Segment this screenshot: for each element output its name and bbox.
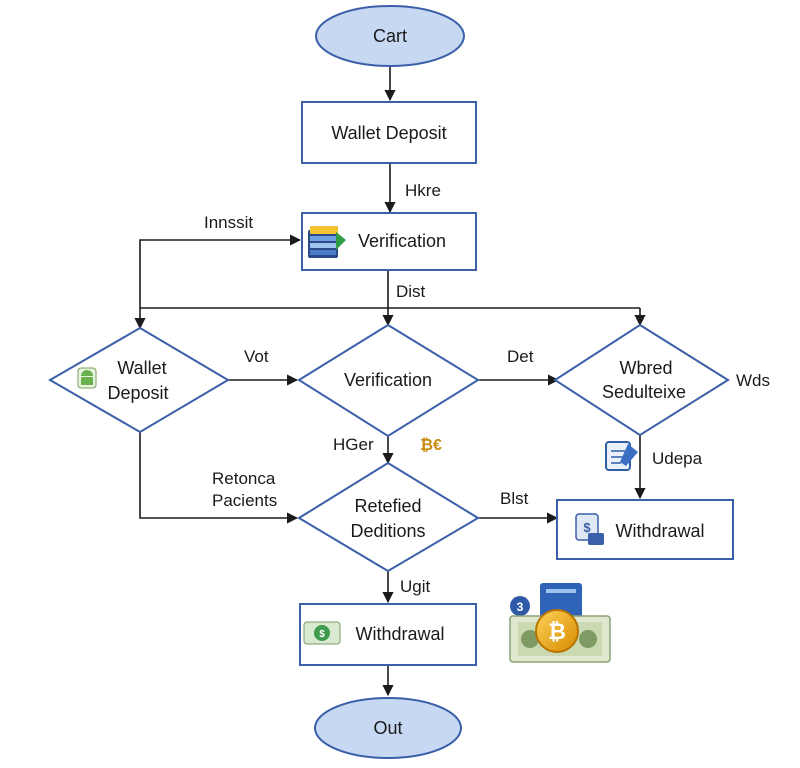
wbred-diamond-label-1: Wbred	[619, 358, 672, 378]
svg-text:$: $	[583, 520, 591, 535]
label-dist: Dist	[396, 282, 426, 301]
end-node: Out	[314, 697, 462, 759]
label-coin-symbol: ₿€	[420, 436, 442, 454]
verification-box-label: Verification	[358, 231, 446, 251]
svg-text:₿: ₿	[548, 620, 566, 645]
wallet-deposit-diamond: Wallet Deposit	[48, 326, 230, 434]
retiefied-diamond: Retefied Deditions	[297, 461, 480, 573]
wallet-deposit-diamond-label-1: Wallet	[117, 358, 166, 378]
svg-text:3: 3	[517, 600, 524, 614]
label-innssit: Innssit	[204, 213, 253, 232]
stack-cards-icon	[308, 226, 346, 258]
notepad-icon	[605, 441, 638, 471]
withdrawal-right-box: $ Withdrawal	[556, 499, 734, 560]
verification-diamond: Verification	[297, 323, 480, 438]
bitcoin-coins-icon: 3 ₿	[509, 583, 611, 663]
start-node: Cart	[315, 5, 465, 67]
retiefied-diamond-label-1: Retefied	[354, 496, 421, 516]
edge-innssit-loop	[139, 234, 302, 308]
withdrawal-right-label: Withdrawal	[615, 521, 704, 541]
wbred-diamond-label-2: Sedulteixe	[602, 382, 686, 402]
verification-box: Verification	[301, 212, 477, 271]
retiefied-diamond-label-2: Deditions	[350, 521, 425, 541]
wallet-deposit-diamond-label-2: Deposit	[107, 383, 168, 403]
label-hkre: Hkre	[405, 181, 441, 200]
wbred-diamond: Wbred Sedulteixe	[553, 323, 730, 437]
label-wds: Wds	[736, 371, 770, 390]
edge-labels: Hkre Innssit Dist Vot Det Wds HGer ₿€ Ud…	[204, 181, 770, 596]
label-det: Det	[507, 347, 534, 366]
cash-icon: $	[575, 513, 604, 545]
withdrawal-bottom-box: $ Withdrawal	[299, 603, 477, 666]
android-icon	[77, 367, 97, 389]
verification-diamond-label: Verification	[344, 370, 432, 390]
money-icon: $	[303, 621, 341, 645]
start-node-label: Cart	[373, 26, 407, 46]
edge-retonca	[139, 432, 299, 524]
svg-text:$: $	[319, 629, 325, 640]
wallet-deposit-box: Wallet Deposit	[301, 101, 477, 164]
label-retonca-1: Retonca	[212, 469, 276, 488]
edges	[134, 66, 646, 697]
wallet-deposit-box-label: Wallet Deposit	[331, 123, 446, 143]
label-udepa: Udepa	[652, 449, 703, 468]
label-ugit: Ugit	[400, 577, 431, 596]
label-vot: Vot	[244, 347, 269, 366]
label-blst: Blst	[500, 489, 529, 508]
withdrawal-bottom-label: Withdrawal	[355, 624, 444, 644]
label-retonca-2: Pacients	[212, 491, 277, 510]
end-node-label: Out	[373, 718, 402, 738]
label-hger: HGer	[333, 435, 374, 454]
